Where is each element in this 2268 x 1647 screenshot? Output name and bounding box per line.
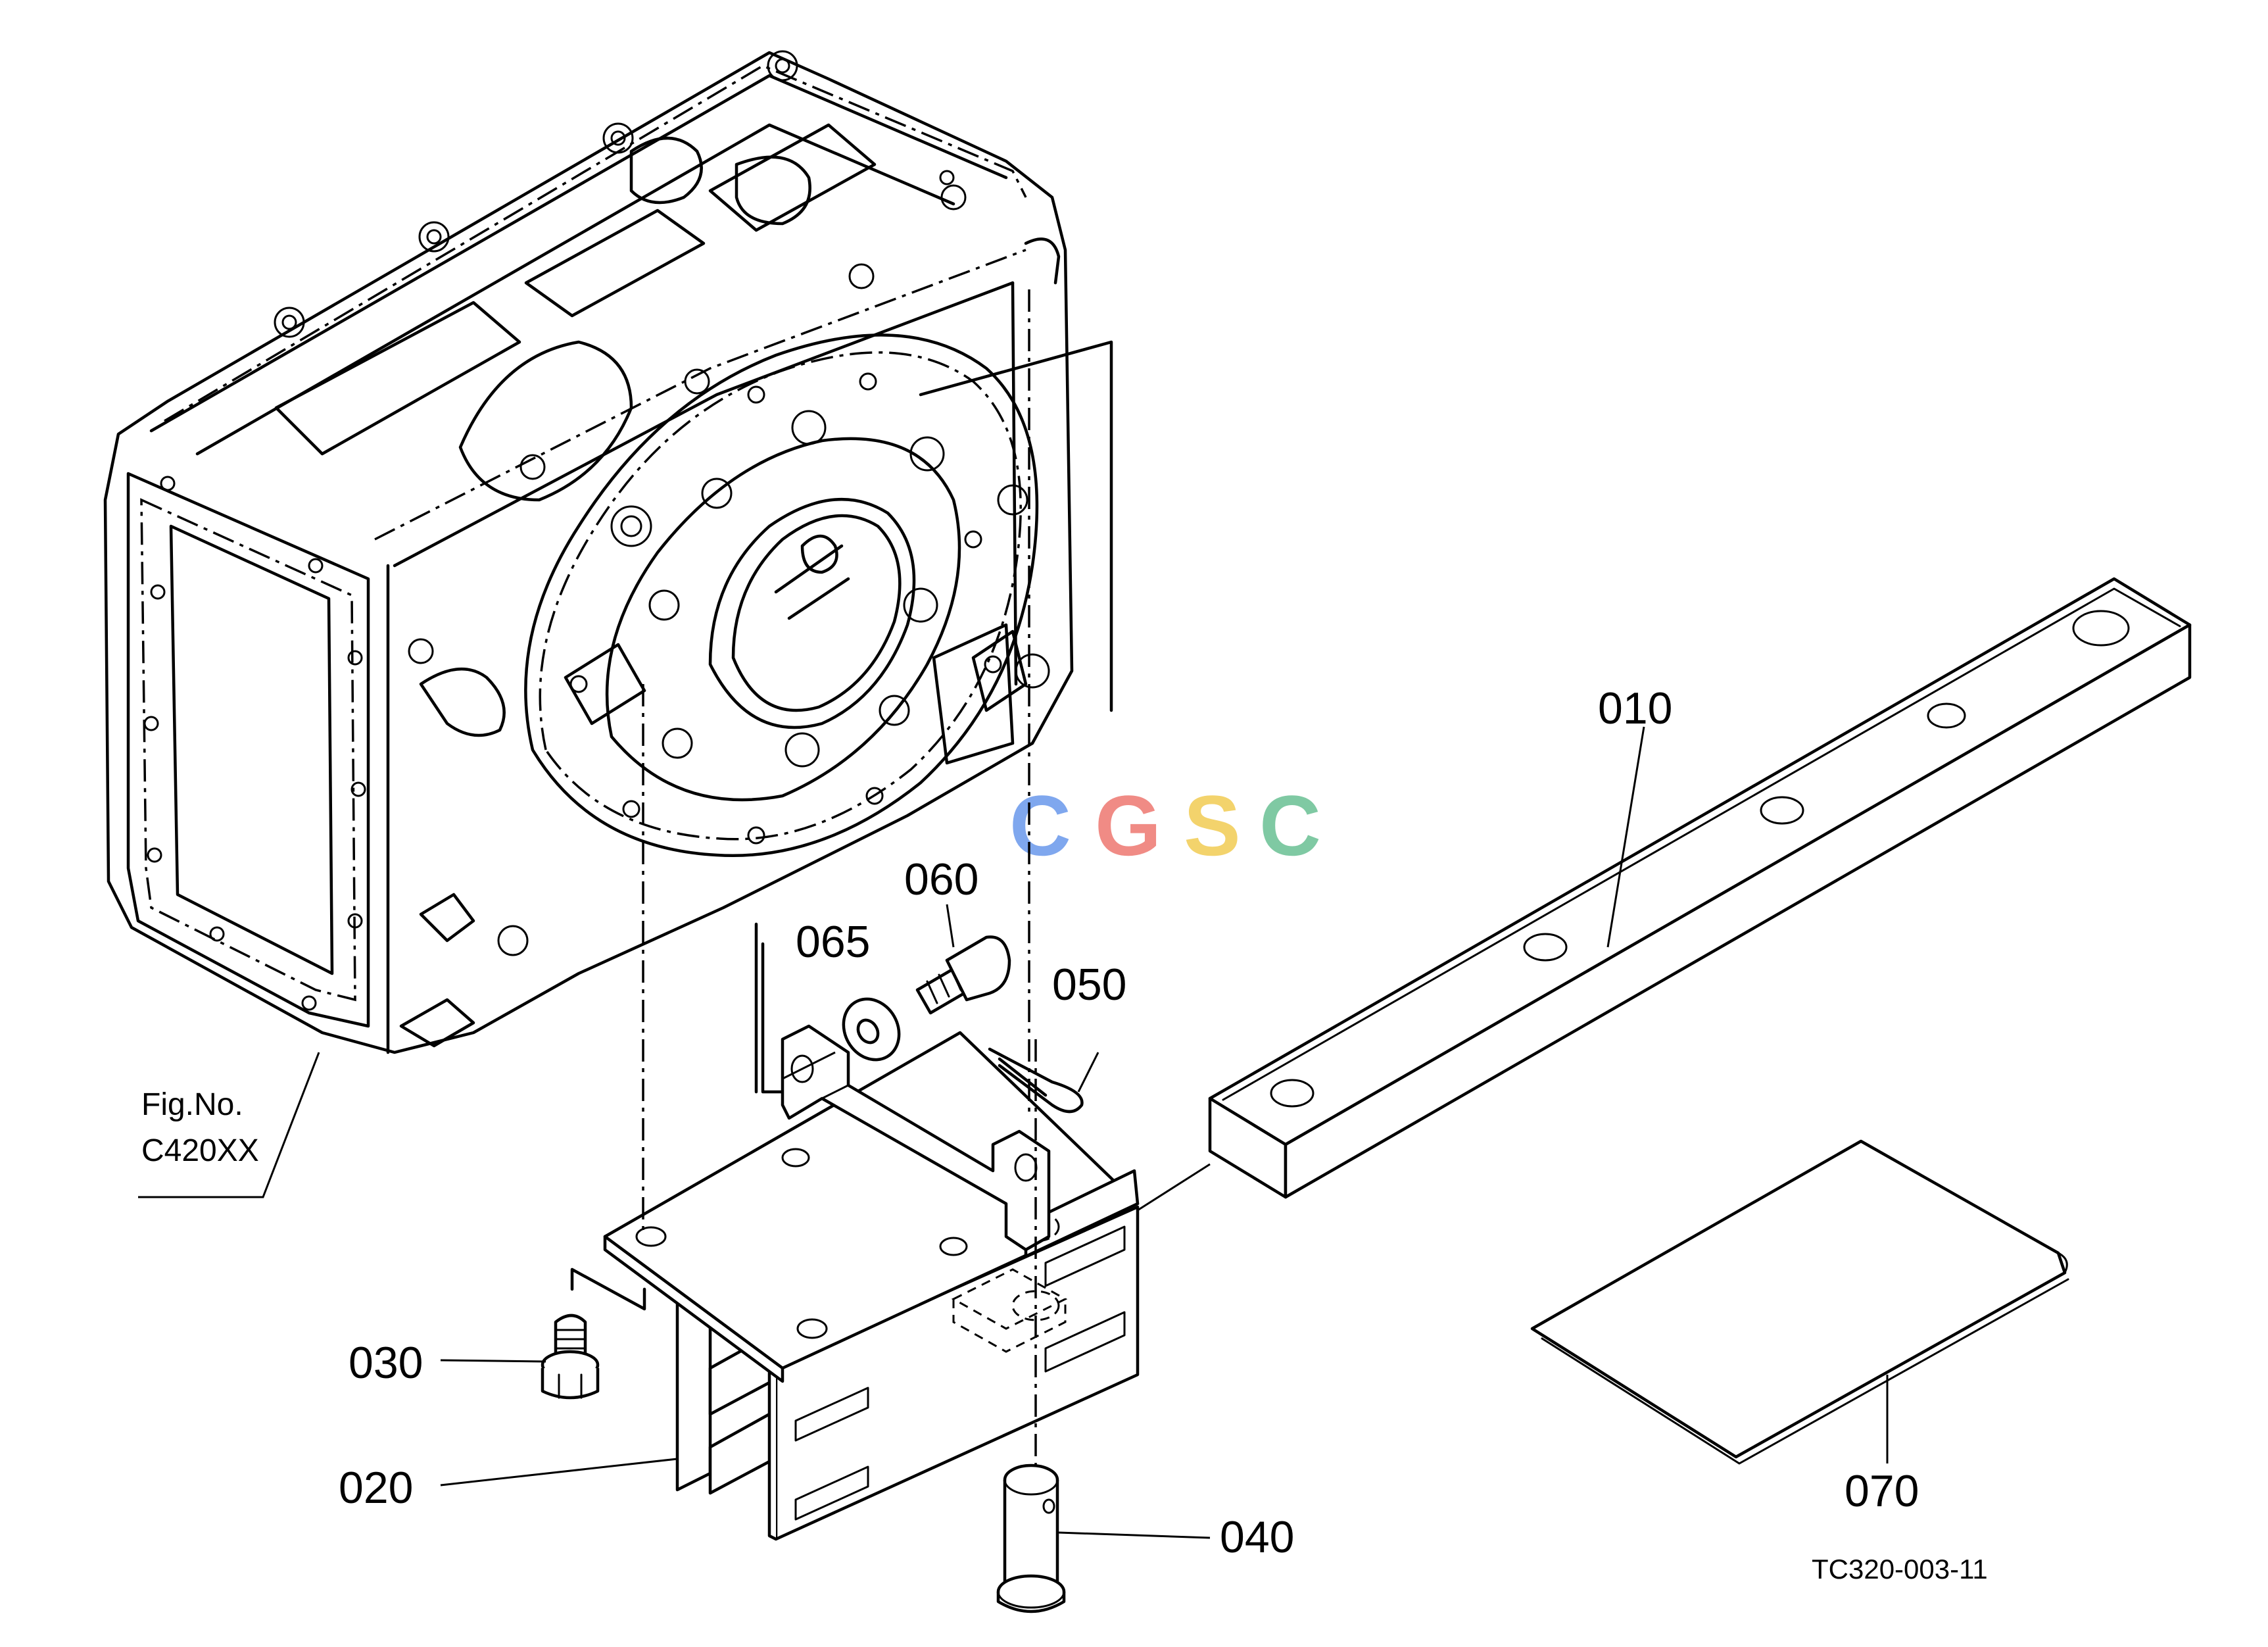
part-label-050: 050 xyxy=(1052,960,1126,1010)
pin-040 xyxy=(996,1463,1211,1613)
part-label-065: 065 xyxy=(796,917,870,967)
screw-060 xyxy=(915,904,1011,1015)
fig-number-label: Fig.No. xyxy=(141,1087,243,1122)
part-label-010: 010 xyxy=(1598,683,1672,733)
part-label-030: 030 xyxy=(349,1338,423,1388)
leader-010 xyxy=(1606,726,1645,948)
fig-reference-callout: Fig.No. C420XX xyxy=(138,1052,320,1198)
watermark-letter-1: C xyxy=(1009,777,1071,873)
drawbar-bracket-020 xyxy=(603,942,1211,1541)
rear-plate-outline xyxy=(919,340,1113,712)
fig-code-label: C420XX xyxy=(141,1133,259,1168)
link-plate xyxy=(754,922,1051,1252)
drawbar-010 xyxy=(1208,577,2192,1199)
transmission-case xyxy=(103,50,1074,1054)
snap-pin-050 xyxy=(988,1047,1099,1114)
watermark-letter-4: C xyxy=(1259,777,1321,873)
part-label-020: 020 xyxy=(339,1463,413,1513)
watermark-letter-2: G xyxy=(1095,777,1161,873)
washer-065 xyxy=(782,997,901,1080)
sheet-070 xyxy=(1530,1139,2069,1465)
cgsc-watermark: C G S C xyxy=(1009,777,1321,873)
figure-code-label: TC320-003-11 xyxy=(1812,1554,1988,1585)
flange-gasket xyxy=(524,333,1039,857)
watermark-letter-3: S xyxy=(1184,777,1241,873)
part-label-040: 040 xyxy=(1220,1512,1294,1562)
bolt-030 xyxy=(440,1267,646,1400)
part-label-060: 060 xyxy=(904,854,978,904)
part-label-070: 070 xyxy=(1845,1466,1919,1516)
leader-020 xyxy=(440,1458,678,1487)
assembly-center-lines xyxy=(642,289,1037,1467)
